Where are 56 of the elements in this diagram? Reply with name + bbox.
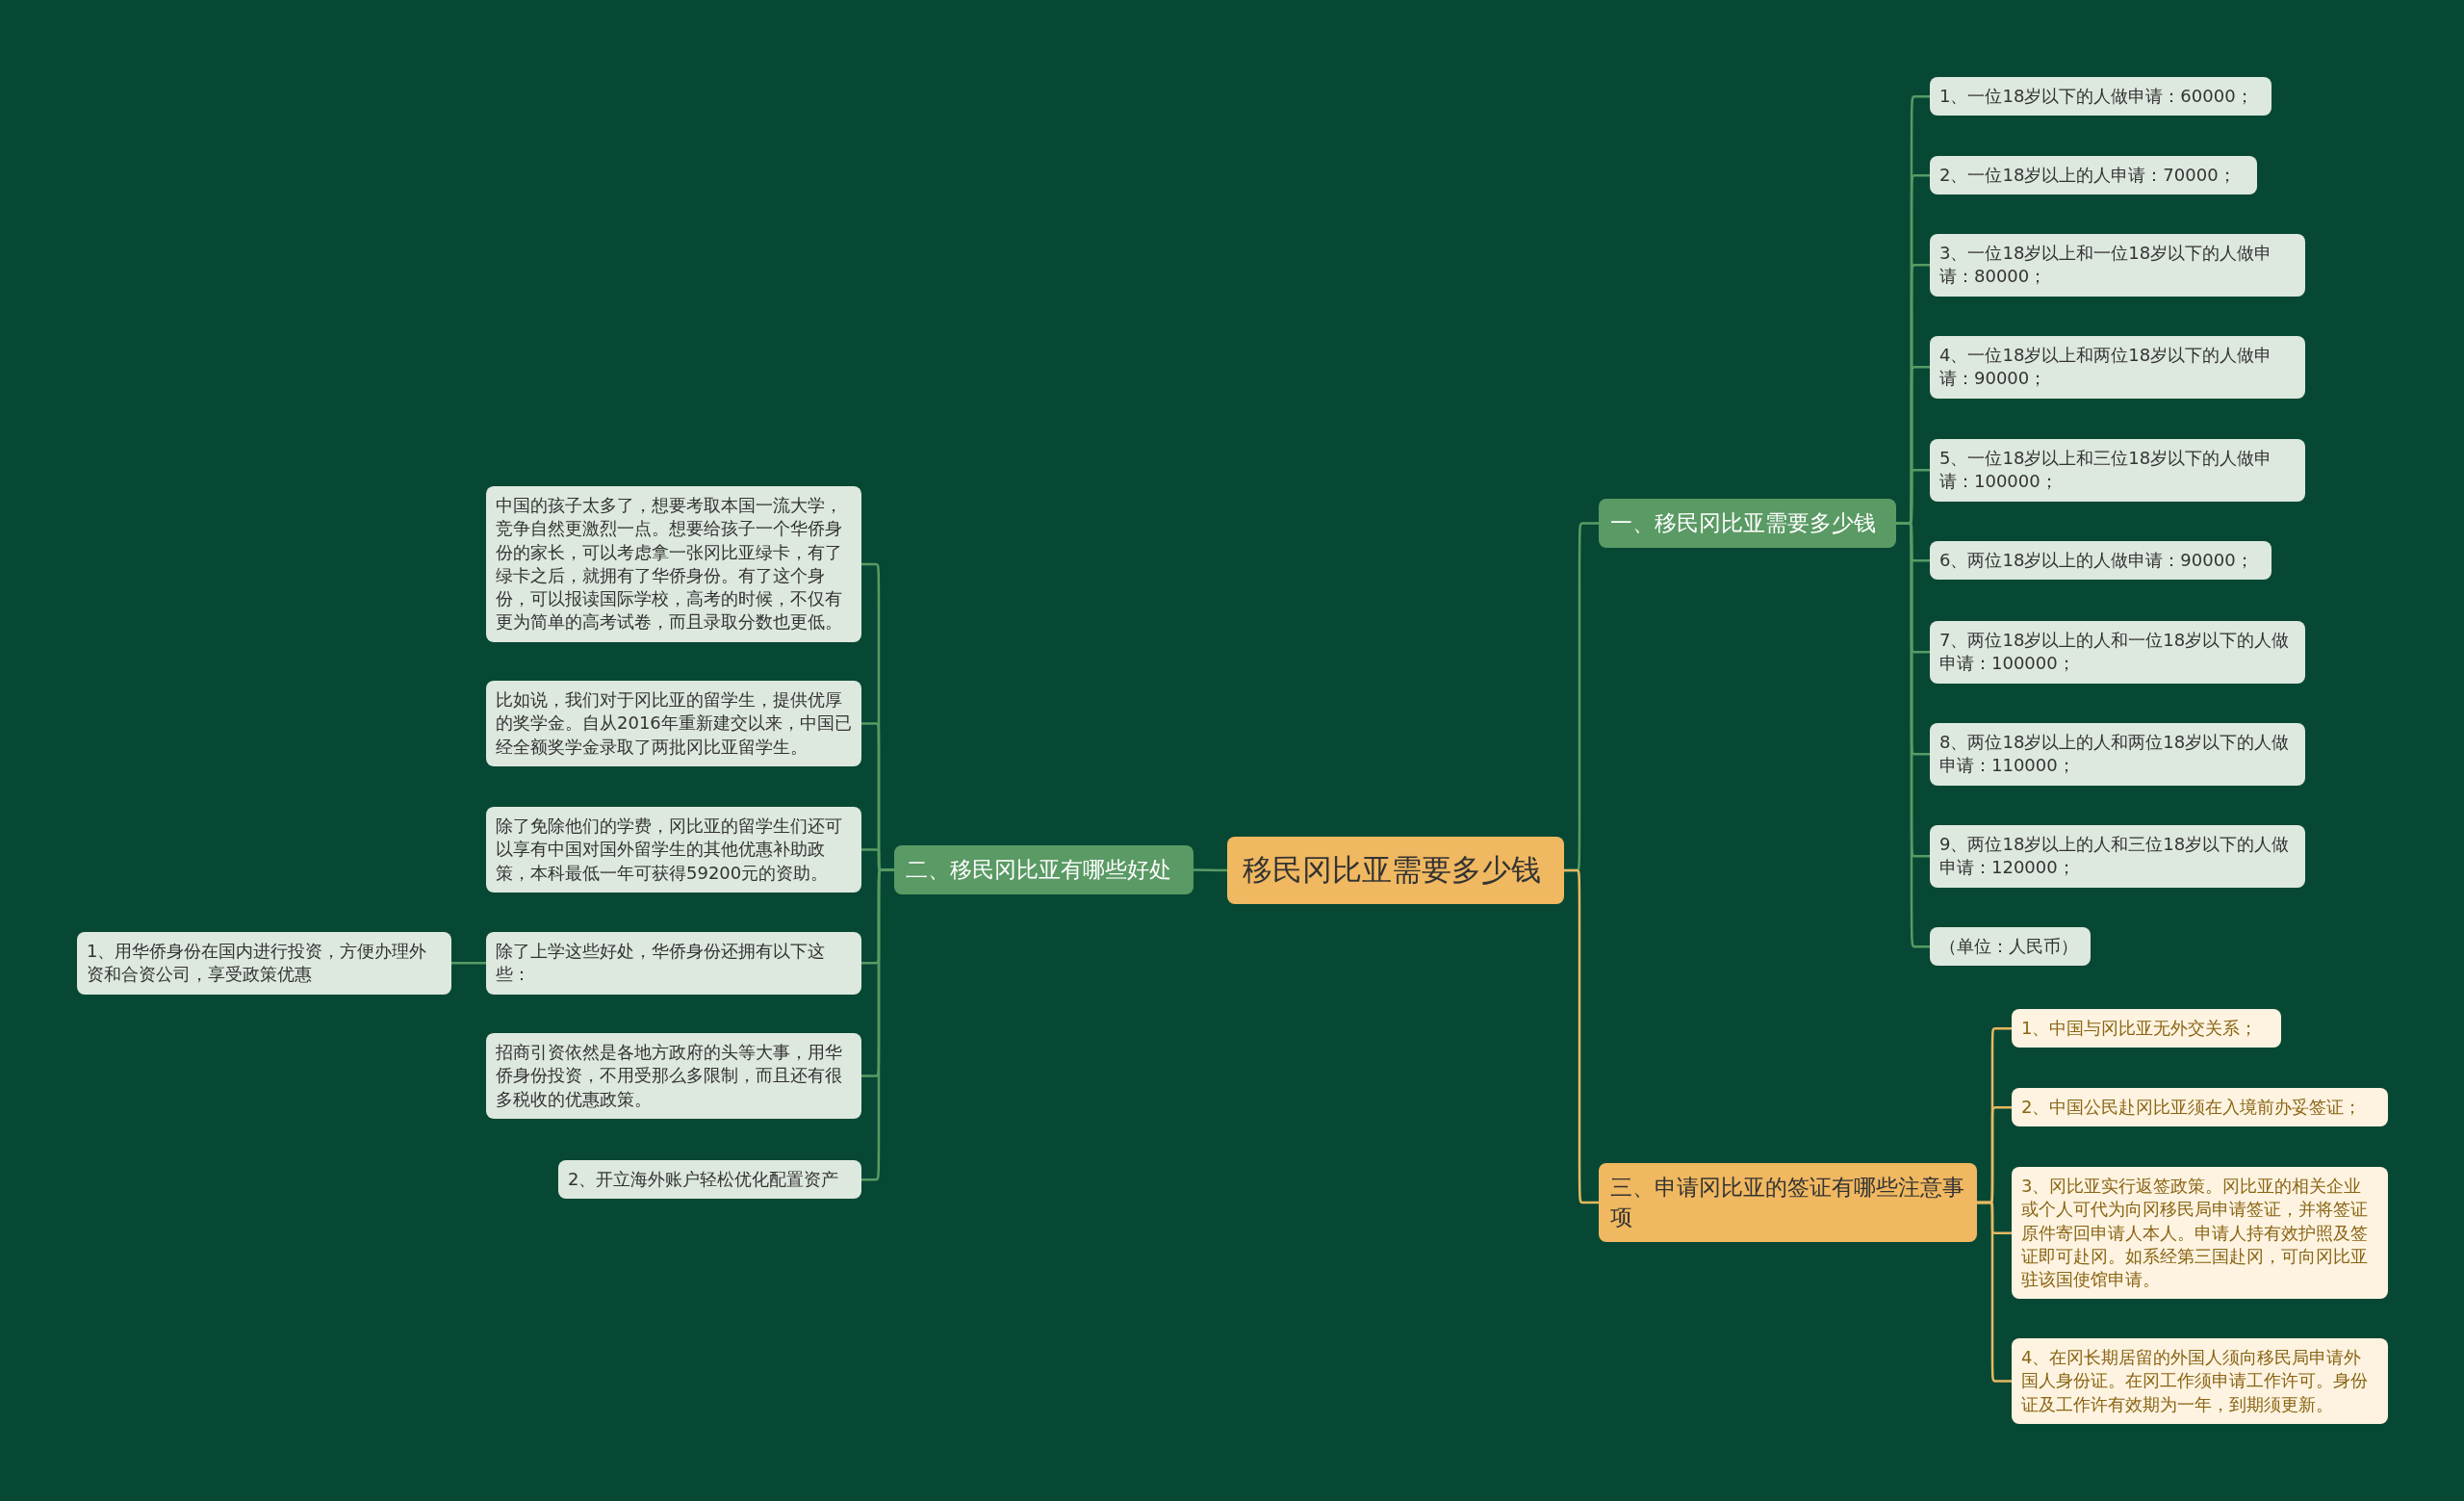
topic-text: 3、冈比亚实行返签政策。冈比亚的相关企业或个人可代为向冈移民局申请签证，并将签证原件寄回申请人本人。申请人持有效护照及签证即可赴冈。如系经第三国赴冈，可向冈比亚驻该国使馆申请。	[2021, 1175, 2369, 1292]
topic-box	[1930, 927, 2091, 967]
topic-text: 2、一位18岁以上的人申请：70000；	[1939, 164, 2237, 187]
branch-box	[894, 845, 1194, 895]
topic-text: 7、两位18岁以上的人和一位18岁以下的人做申请：100000；	[1939, 629, 2291, 676]
topic-box	[2012, 1088, 2388, 1127]
connector-line	[1194, 868, 1227, 872]
branch-box	[1599, 499, 1896, 549]
topic-text: 4、在冈长期居留的外国人须向移民局申请外国人身份证。在冈工作须申请工作许可。身份证及工作许有效期为一年，到期须更新。	[2021, 1346, 2369, 1416]
topic-text: 1、用华侨身份在国内进行投资，方便办理外资和合资公司，享受政策优惠	[87, 940, 428, 987]
topic-box	[1930, 77, 2272, 116]
topic-text: 中国的孩子太多了，想要考取本国一流大学，竞争自然更激烈一点。想要给孩子一个华侨身份的家长，可以考虑拿一张冈比亚绿卡，有了绿卡之后，就拥有了华侨身份。有了这个身份，可以报读国际学校，高考的时候，不仅有更为简单的高考试卷，而且录取分数也更低。	[496, 494, 843, 634]
central-topic-box	[1227, 837, 1564, 904]
topic-text: 除了上学这些好处，华侨身份还拥有以下这些：	[496, 940, 826, 987]
topic-box	[2012, 1009, 2281, 1048]
topic-text: 1、中国与冈比亚无外交关系；	[2021, 1017, 2259, 1040]
topic-text: 招商引资依然是各地方政府的头等大事，用华侨身份投资，不用受那么多限制，而且还有很多税收的优惠政策。	[496, 1041, 843, 1111]
branch-text: 一、移民冈比亚需要多少钱	[1610, 509, 1877, 537]
topic-text: 3、一位18岁以上和一位18岁以下的人做申请：80000；	[1939, 242, 2273, 289]
topic-text: 8、两位18岁以上的人和两位18岁以下的人做申请：110000；	[1939, 731, 2291, 778]
topic-box	[486, 932, 861, 995]
central-topic-text: 移民冈比亚需要多少钱	[1243, 851, 1542, 889]
topic-box	[2012, 1338, 2388, 1424]
topic-box	[1930, 439, 2305, 502]
topic-text: （单位：人民币）	[1939, 935, 2079, 958]
connector-line	[1977, 1201, 2012, 1383]
topic-text: 1、一位18岁以下的人做申请：60000；	[1939, 85, 2254, 108]
branch-box	[1599, 1163, 1977, 1243]
topic-text: 5、一位18岁以上和三位18岁以下的人做申请：100000；	[1939, 447, 2273, 494]
topic-box	[1930, 156, 2257, 195]
topic-box	[2012, 1167, 2388, 1300]
topic-text: 比如说，我们对于冈比亚的留学生，提供优厚的奖学金。自从2016年重新建交以来，中国已经全额奖学金录取了两批冈比亚留学生。	[496, 688, 852, 759]
topic-text: 2、开立海外账户轻松优化配置资产	[568, 1168, 840, 1191]
connector-line	[1564, 868, 1599, 1204]
connector-line	[861, 868, 894, 1181]
topic-box	[486, 1033, 861, 1119]
topic-box	[1930, 336, 2305, 399]
connector-line	[451, 962, 486, 965]
topic-box	[486, 807, 861, 893]
topic-box	[486, 681, 861, 766]
topic-box	[486, 486, 861, 642]
topic-box	[558, 1160, 861, 1200]
branch-text: 三、申请冈比亚的签证有哪些注意事项	[1610, 1174, 1965, 1232]
topic-box	[1930, 723, 2305, 786]
branch-text: 二、移民冈比亚有哪些好处	[906, 856, 1172, 884]
topic-text: 9、两位18岁以上的人和三位18岁以下的人做申请：120000；	[1939, 833, 2291, 880]
topic-box	[1930, 825, 2305, 888]
topic-box	[77, 932, 451, 995]
topic-text: 2、中国公民赴冈比亚须在入境前办妥签证；	[2021, 1096, 2363, 1119]
topic-box	[1930, 234, 2305, 297]
topic-text: 6、两位18岁以上的人做申请：90000；	[1939, 549, 2254, 572]
topic-text: 4、一位18岁以上和两位18岁以下的人做申请：90000；	[1939, 344, 2273, 391]
connector-line	[1896, 522, 1930, 948]
topic-box	[1930, 621, 2305, 684]
topic-text: 除了免除他们的学费，冈比亚的留学生们还可以享有中国对国外留学生的其他优惠补助政策，本科最低一年可获得59200元的资助。	[496, 815, 843, 885]
topic-box	[1930, 541, 2272, 581]
